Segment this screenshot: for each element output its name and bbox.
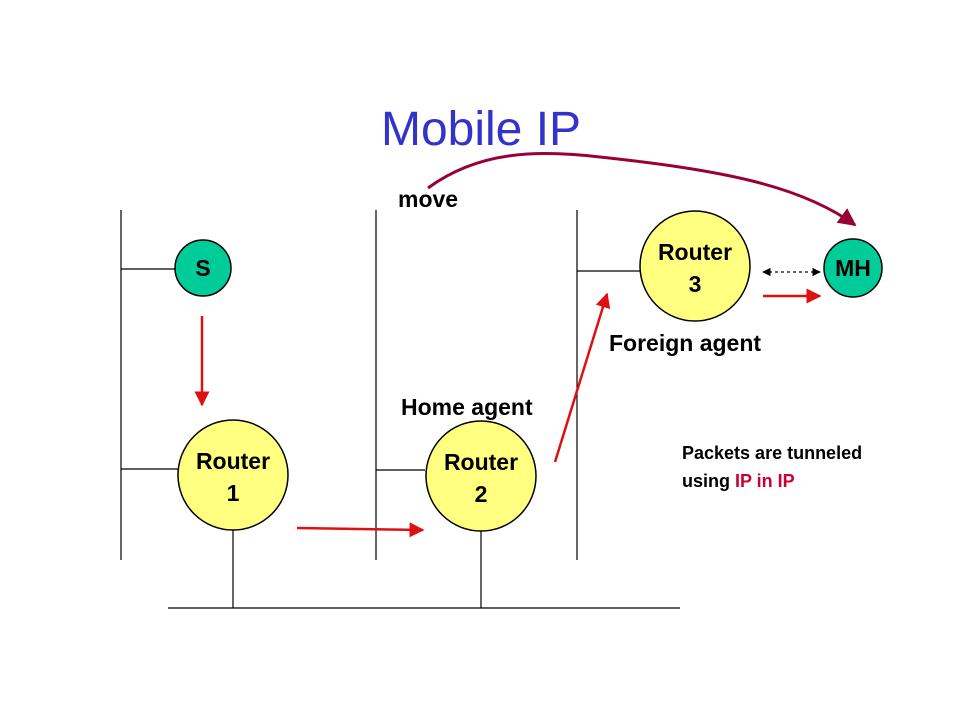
packet-arrow-router1-to-router2 bbox=[296, 522, 425, 538]
router1-label-line2: 1 bbox=[227, 480, 240, 506]
node-mh[interactable]: MH bbox=[823, 238, 883, 298]
router3-label-line2: 3 bbox=[689, 271, 702, 297]
network-lines bbox=[120, 210, 680, 609]
router2-label-line1: Router bbox=[444, 449, 518, 475]
mh-label: MH bbox=[835, 255, 871, 281]
page-title: Mobile IP bbox=[381, 103, 581, 156]
note-line1: Packets are tunneled bbox=[682, 443, 862, 463]
move-label: move bbox=[398, 186, 458, 212]
s-circle bbox=[174, 239, 232, 297]
router2-label-line2: 2 bbox=[475, 481, 488, 507]
packet-path bbox=[194, 288, 822, 538]
mh-circle bbox=[823, 238, 883, 298]
foreign-agent-label: Foreign agent bbox=[609, 330, 761, 356]
router1-label-line1: Router bbox=[196, 448, 270, 474]
note-line2: using IP in IP bbox=[682, 471, 795, 491]
node-router2[interactable]: Router 2 bbox=[425, 420, 537, 532]
packet-arrow-router2-to-router3 bbox=[553, 292, 611, 463]
node-router1[interactable]: Router 1 bbox=[177, 419, 289, 531]
node-s[interactable]: S bbox=[174, 239, 232, 297]
note-line2-highlight: IP in IP bbox=[735, 471, 795, 491]
router1-circle bbox=[177, 419, 289, 531]
router3-label-line1: Router bbox=[658, 239, 732, 265]
home-agent-label: Home agent bbox=[401, 394, 533, 420]
router3-circle bbox=[639, 210, 751, 322]
note-line2-prefix: using bbox=[682, 471, 735, 491]
move-arrow bbox=[427, 151, 857, 227]
s-label: S bbox=[195, 255, 210, 281]
router2-circle bbox=[425, 420, 537, 532]
node-router3[interactable]: Router 3 bbox=[639, 210, 751, 322]
